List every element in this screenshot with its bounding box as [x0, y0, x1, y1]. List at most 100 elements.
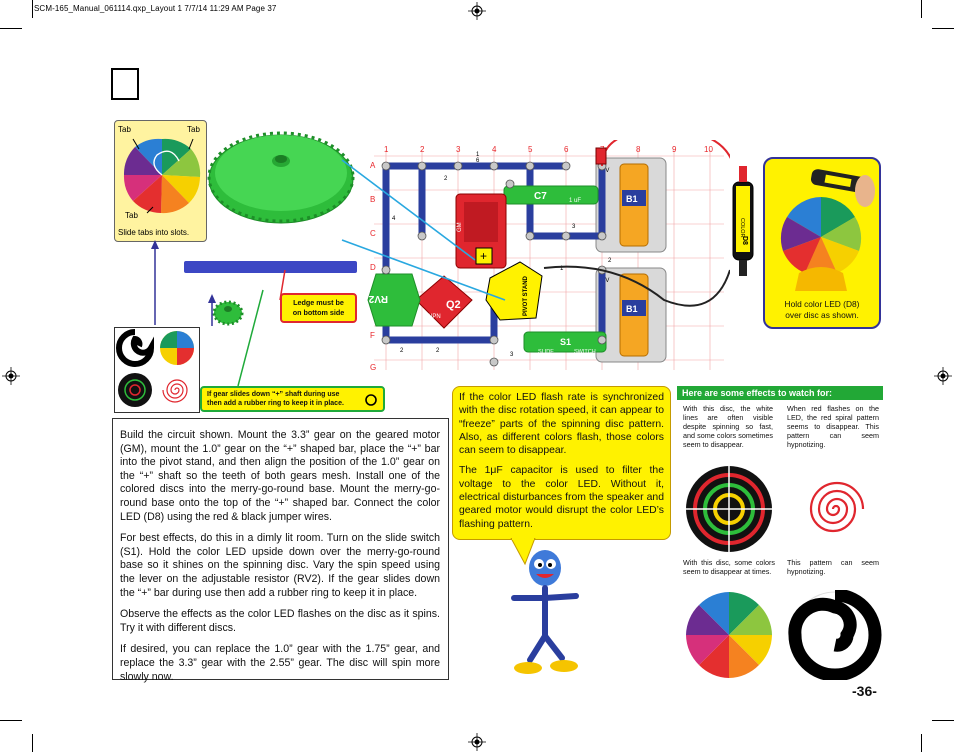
npn-label: NPN — [428, 314, 441, 320]
led-over-disc-icon — [780, 169, 875, 291]
q2-label: Q2 — [446, 299, 461, 311]
board-row-b: B — [370, 195, 375, 204]
ring-note-line2: then add a rubber ring to keep it in pla… — [207, 399, 344, 407]
effect-2-text: When red flashes on the LED, the red spi… — [787, 404, 879, 450]
board-col-4: 4 — [492, 145, 497, 154]
board-row-c: C — [370, 229, 376, 238]
effect-1-text: With this disc, the white lines are ofte… — [683, 404, 773, 450]
board-row-f: F — [370, 331, 375, 340]
blue-pointer-lines — [341, 159, 506, 301]
led-caption-line1: Hold color LED (D8) — [784, 299, 860, 309]
rubber-ring-note: If gear slides down “+” shaft during use… — [200, 386, 385, 412]
board-col-6: 6 — [564, 145, 569, 154]
registration-mark-icon — [468, 733, 486, 751]
white-lines-disc-icon — [686, 466, 772, 552]
snap-number: 3 — [510, 352, 514, 358]
circuit-board: 1 2 3 4 5 6 7 8 9 10 A B C D E F G B1 3V… — [364, 140, 730, 375]
s1-label: S1 — [560, 337, 571, 347]
plus-shaft-bar — [184, 261, 357, 273]
effect-3-text: With this disc, some colors seem to disa… — [683, 558, 775, 577]
registration-mark-icon — [2, 367, 20, 385]
crop-mark — [921, 0, 922, 18]
crop-mark — [0, 28, 22, 29]
tab-label-bottom: Tab — [125, 211, 138, 220]
discs-thumbnail-icon — [116, 329, 194, 407]
effect-4-text: This pattern can seem hypnotizing. — [787, 558, 879, 577]
effects-panel: Here are some effects to watch for: With… — [677, 386, 883, 682]
snap-number: 2 — [436, 348, 440, 354]
tab-label-left: Tab — [118, 125, 131, 134]
board-col-1: 1 — [384, 145, 389, 154]
snap-number: 2 — [400, 348, 404, 354]
pointer-lines — [151, 240, 286, 387]
crop-mark — [921, 734, 922, 752]
large-gear-icon — [207, 131, 355, 224]
switch-label: SWITCH — [574, 349, 596, 355]
board-col-3: 3 — [456, 145, 461, 154]
battery-b1-top-label: B1 — [626, 194, 638, 204]
snap-number: 4 — [392, 216, 396, 222]
led-text: COLOR — [739, 218, 745, 238]
registration-mark-icon — [934, 367, 952, 385]
registration-mark-icon — [468, 2, 486, 20]
pivot-stand-label: PIVOT STAND — [523, 275, 529, 316]
tab-instruction-panel: Tab Tab Tab Slide tabs into slots. — [114, 120, 207, 242]
led-caption-line2: over disc as shown. — [785, 310, 859, 320]
print-header: SCM-165_Manual_061114.qxp_Layout 1 7/7/1… — [34, 4, 277, 13]
led-d8-label: D8 — [741, 236, 748, 245]
swirl-disc-tabs-icon — [123, 138, 201, 214]
gm-label: GM — [457, 222, 463, 232]
hold-led-panel: Hold color LED (D8) over disc as shown. — [763, 157, 881, 329]
tab-panel-caption: Slide tabs into slots. — [118, 228, 190, 237]
color-led-d8: COLOR D8 — [732, 166, 754, 276]
board-col-10: 10 — [704, 145, 713, 154]
rv2-label: RV2 — [368, 293, 388, 304]
effects-heading: Here are some effects to watch for: — [677, 386, 883, 400]
instructions-paragraph-2: For best effects, do this in a dimly lit… — [120, 532, 440, 599]
rubber-ring-icon — [365, 394, 377, 406]
project-number-box — [111, 68, 139, 100]
slide-label: SLIDE — [538, 349, 554, 355]
c7-label: C7 — [534, 191, 547, 202]
crop-mark — [32, 0, 33, 18]
crop-mark — [932, 28, 954, 29]
tab-label-right: Tab — [187, 125, 200, 134]
instructions-box: Build the circuit shown. Mount the 3.3” … — [112, 418, 449, 683]
instructions-paragraph-1: Build the circuit shown. Mount the 3.3” … — [120, 429, 440, 523]
callout-paragraph-2: The 1μF capacitor is used to filter the … — [459, 465, 664, 530]
battery-bottom-voltage: 3V — [602, 278, 609, 284]
snap-number: 2 — [444, 176, 448, 182]
snap-number: 1 — [560, 266, 564, 272]
discs-thumbnail-panel — [114, 327, 200, 413]
page-number: -36- — [852, 683, 877, 699]
crop-mark — [32, 734, 33, 752]
board-col-8: 8 — [636, 145, 641, 154]
instructions-paragraph-3: Observe the effects as the color LED fla… — [120, 608, 440, 634]
snap-number: 1 — [476, 152, 480, 158]
board-row-d: D — [370, 263, 376, 272]
small-gear-icon — [212, 300, 244, 326]
battery-top-voltage: 3V — [602, 168, 609, 174]
board-row-a: A — [370, 161, 376, 170]
board-col-9: 9 — [672, 145, 677, 154]
board-col-2: 2 — [420, 145, 425, 154]
crop-mark — [0, 720, 22, 721]
ring-note-line1: If gear slides down “+” shaft during use — [207, 391, 340, 398]
snap-number: 2 — [608, 258, 612, 264]
ledge-note-line1: Ledge must be — [293, 298, 344, 307]
mascot-icon — [511, 550, 579, 674]
snap-number: 6 — [476, 158, 480, 164]
snap-number: 3 — [572, 224, 576, 230]
instructions-paragraph-4: If desired, you can replace the 1.0” gea… — [120, 643, 440, 683]
callout-paragraph-1: If the color LED flash rate is synchroni… — [459, 392, 664, 457]
crop-mark — [932, 720, 954, 721]
gm-plus-symbol: + — [480, 249, 487, 263]
ledge-note-line2: on bottom side — [292, 307, 345, 317]
red-spiral-disc-icon — [792, 466, 878, 552]
c7-value: 1 uF — [569, 198, 581, 204]
callout-tail — [510, 538, 536, 566]
board-col-5: 5 — [528, 145, 533, 154]
battery-b1-bottom-label: B1 — [626, 304, 638, 314]
ledge-note: Ledge must be on bottom side — [280, 293, 357, 323]
board-row-g: G — [370, 363, 376, 372]
